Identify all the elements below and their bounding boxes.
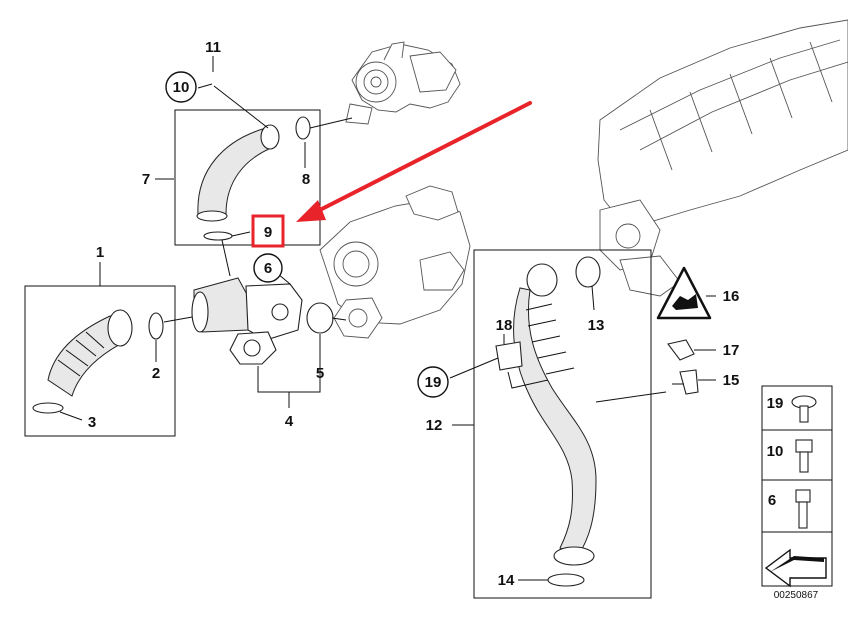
callout-13: 13: [588, 317, 605, 334]
bolt-10-icon: [795, 439, 813, 453]
o-ring-9: [203, 231, 233, 241]
o-ring-3: [32, 402, 64, 414]
callout-16: 16: [723, 288, 740, 305]
callout-3: 3: [88, 414, 96, 431]
warning-label-16: [656, 266, 712, 320]
callout-7: 7: [142, 171, 150, 188]
callout-1: 1: [96, 244, 104, 261]
part-12-group: [473, 249, 699, 599]
callout-10: 10: [173, 79, 190, 96]
o-ring-8: [295, 116, 311, 140]
charge-pipe: [513, 287, 597, 557]
callout-14: 14: [498, 572, 515, 589]
callouts: 11 10 7 8 9 6 1 2 3 5 4 18 19 12 13 14 1…: [88, 39, 819, 601]
callout-5: 5: [316, 365, 324, 382]
callout-9-highlight-box: [251, 214, 285, 248]
callout-15: 15: [723, 372, 740, 389]
legend-label-10: 10: [767, 443, 784, 460]
callout-17: 17: [723, 342, 740, 359]
callout-6: 6: [264, 260, 272, 277]
middle-turbocharger-drawing: [319, 185, 471, 339]
callout-18: 18: [496, 317, 513, 334]
part-1-group: [24, 285, 199, 437]
callout-10-circle: [165, 71, 197, 103]
legend-label-19: 19: [767, 395, 784, 412]
clip-17: [667, 339, 695, 361]
callout-11: 11: [205, 39, 221, 56]
callout-19-circle: [417, 366, 449, 398]
o-ring-2: [148, 312, 164, 340]
highlight-arrow: [296, 101, 532, 222]
callout-4: 4: [285, 413, 294, 430]
arrow-icon: [764, 548, 827, 588]
o-ring-13: [575, 256, 601, 288]
intake-manifold-drawing: [597, 19, 848, 297]
part-12-frame: [473, 249, 652, 599]
callout-12: 12: [426, 417, 443, 434]
bracket-18: [495, 341, 523, 371]
part-7-group: [174, 109, 353, 246]
image-code: 00250867: [774, 590, 819, 601]
o-ring-5: [306, 302, 334, 334]
upper-turbocharger-drawing: [345, 41, 461, 125]
callout-2: 2: [152, 365, 160, 382]
callout-8: 8: [302, 171, 310, 188]
callout-6-circle: [253, 253, 283, 283]
sensor-15: [679, 369, 699, 395]
o-ring-14: [547, 573, 585, 587]
part-4-group: [191, 239, 347, 408]
hardware-legend: [761, 385, 833, 588]
callout-19: 19: [425, 374, 442, 391]
bolt-6-icon: [795, 489, 811, 503]
leader-lines: [59, 56, 716, 581]
legend-label-6: 6: [768, 492, 776, 509]
callout-9: 9: [264, 224, 272, 241]
part-7-frame: [174, 109, 321, 246]
